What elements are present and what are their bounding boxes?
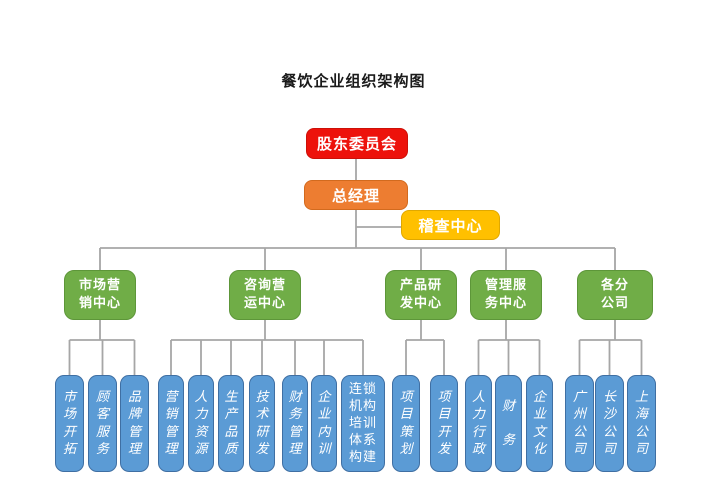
dept-box-technology-rd: 技 术 研 发 [249, 375, 275, 472]
center-box-consulting-operations: 咨询营 运中心 [229, 270, 301, 320]
org-box-audit-center: 稽查中心 [401, 210, 500, 240]
center-box-branch-companies: 各分 公司 [577, 270, 653, 320]
dept-box-human-resources: 人 力 资 源 [188, 375, 214, 472]
dept-box-corporate-culture: 企 业 文 化 [526, 375, 553, 472]
center-box-management-service: 管理服 务中心 [470, 270, 542, 320]
chart-title: 餐饮企业组织架构图 [281, 72, 426, 90]
dept-box-hr-administration: 人 力 行 政 [465, 375, 492, 472]
dept-box-shanghai-company: 上 海 公 司 [627, 375, 656, 472]
dept-box-changsha-company: 长 沙 公 司 [595, 375, 624, 472]
dept-box-customer-service: 顾 客 服 务 [88, 375, 117, 472]
dept-box-chain-training-system: 连锁 机构 培训 体系 构建 [341, 375, 385, 472]
org-box-shareholders-committee: 股东委员会 [306, 128, 408, 159]
org-box-general-manager: 总经理 [304, 180, 408, 210]
dept-box-marketing-management: 营 销 管 理 [158, 375, 184, 472]
dept-box-internal-training: 企 业 内 训 [311, 375, 337, 472]
dept-box-project-planning: 项 目 策 划 [392, 375, 420, 472]
center-box-marketing: 市场营 销中心 [64, 270, 136, 320]
dept-box-finance: 财 务 [495, 375, 522, 472]
dept-box-brand-management: 品 牌 管 理 [120, 375, 149, 472]
dept-box-guangzhou-company: 广 州 公 司 [565, 375, 594, 472]
dept-box-project-development: 项 目 开 发 [430, 375, 458, 472]
center-box-product-rd: 产品研 发中心 [385, 270, 457, 320]
dept-box-financial-management: 财 务 管 理 [282, 375, 308, 472]
dept-box-market-development: 市 场 开 拓 [55, 375, 84, 472]
dept-box-production-quality: 生 产 品 质 [218, 375, 244, 472]
